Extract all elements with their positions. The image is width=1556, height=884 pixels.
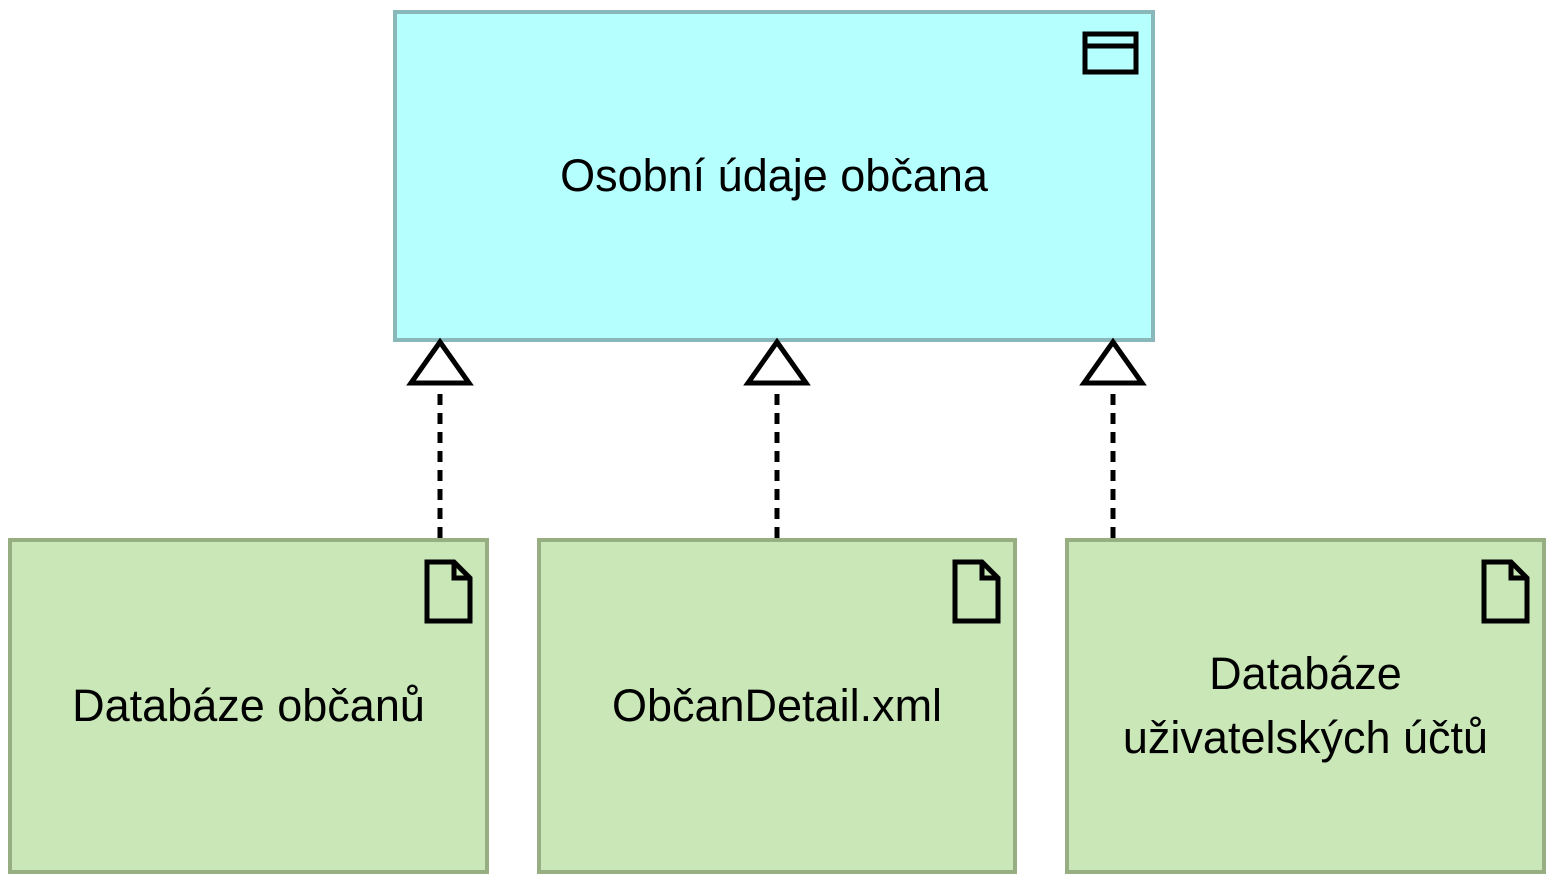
document-icon [952, 559, 1001, 624]
node-obcandetail-xml: ObčanDetail.xml [537, 538, 1017, 874]
realization-connector-1 [406, 337, 474, 538]
node-databaze-obcanu: Databáze občanů [8, 538, 489, 874]
realization-connector-3 [1079, 337, 1147, 538]
node-label: Databáze občanů [72, 680, 425, 732]
business-object-icon [1082, 31, 1139, 75]
document-icon [424, 559, 473, 624]
realization-connector-2 [743, 337, 811, 538]
hollow-triangle-arrowhead [743, 337, 811, 386]
node-databaze-uzivatelskych-uctu: Databáze uživatelských účtů [1065, 538, 1546, 874]
node-label: ObčanDetail.xml [611, 680, 943, 732]
document-icon [1481, 559, 1530, 624]
node-osobni-udaje-obcana: Osobní údaje občana [393, 10, 1155, 342]
hollow-triangle-arrowhead [406, 337, 474, 386]
node-label: Osobní údaje občana [560, 150, 988, 202]
node-label: Databáze uživatelských účtů [1122, 648, 1489, 763]
hollow-triangle-arrowhead [1079, 337, 1147, 386]
